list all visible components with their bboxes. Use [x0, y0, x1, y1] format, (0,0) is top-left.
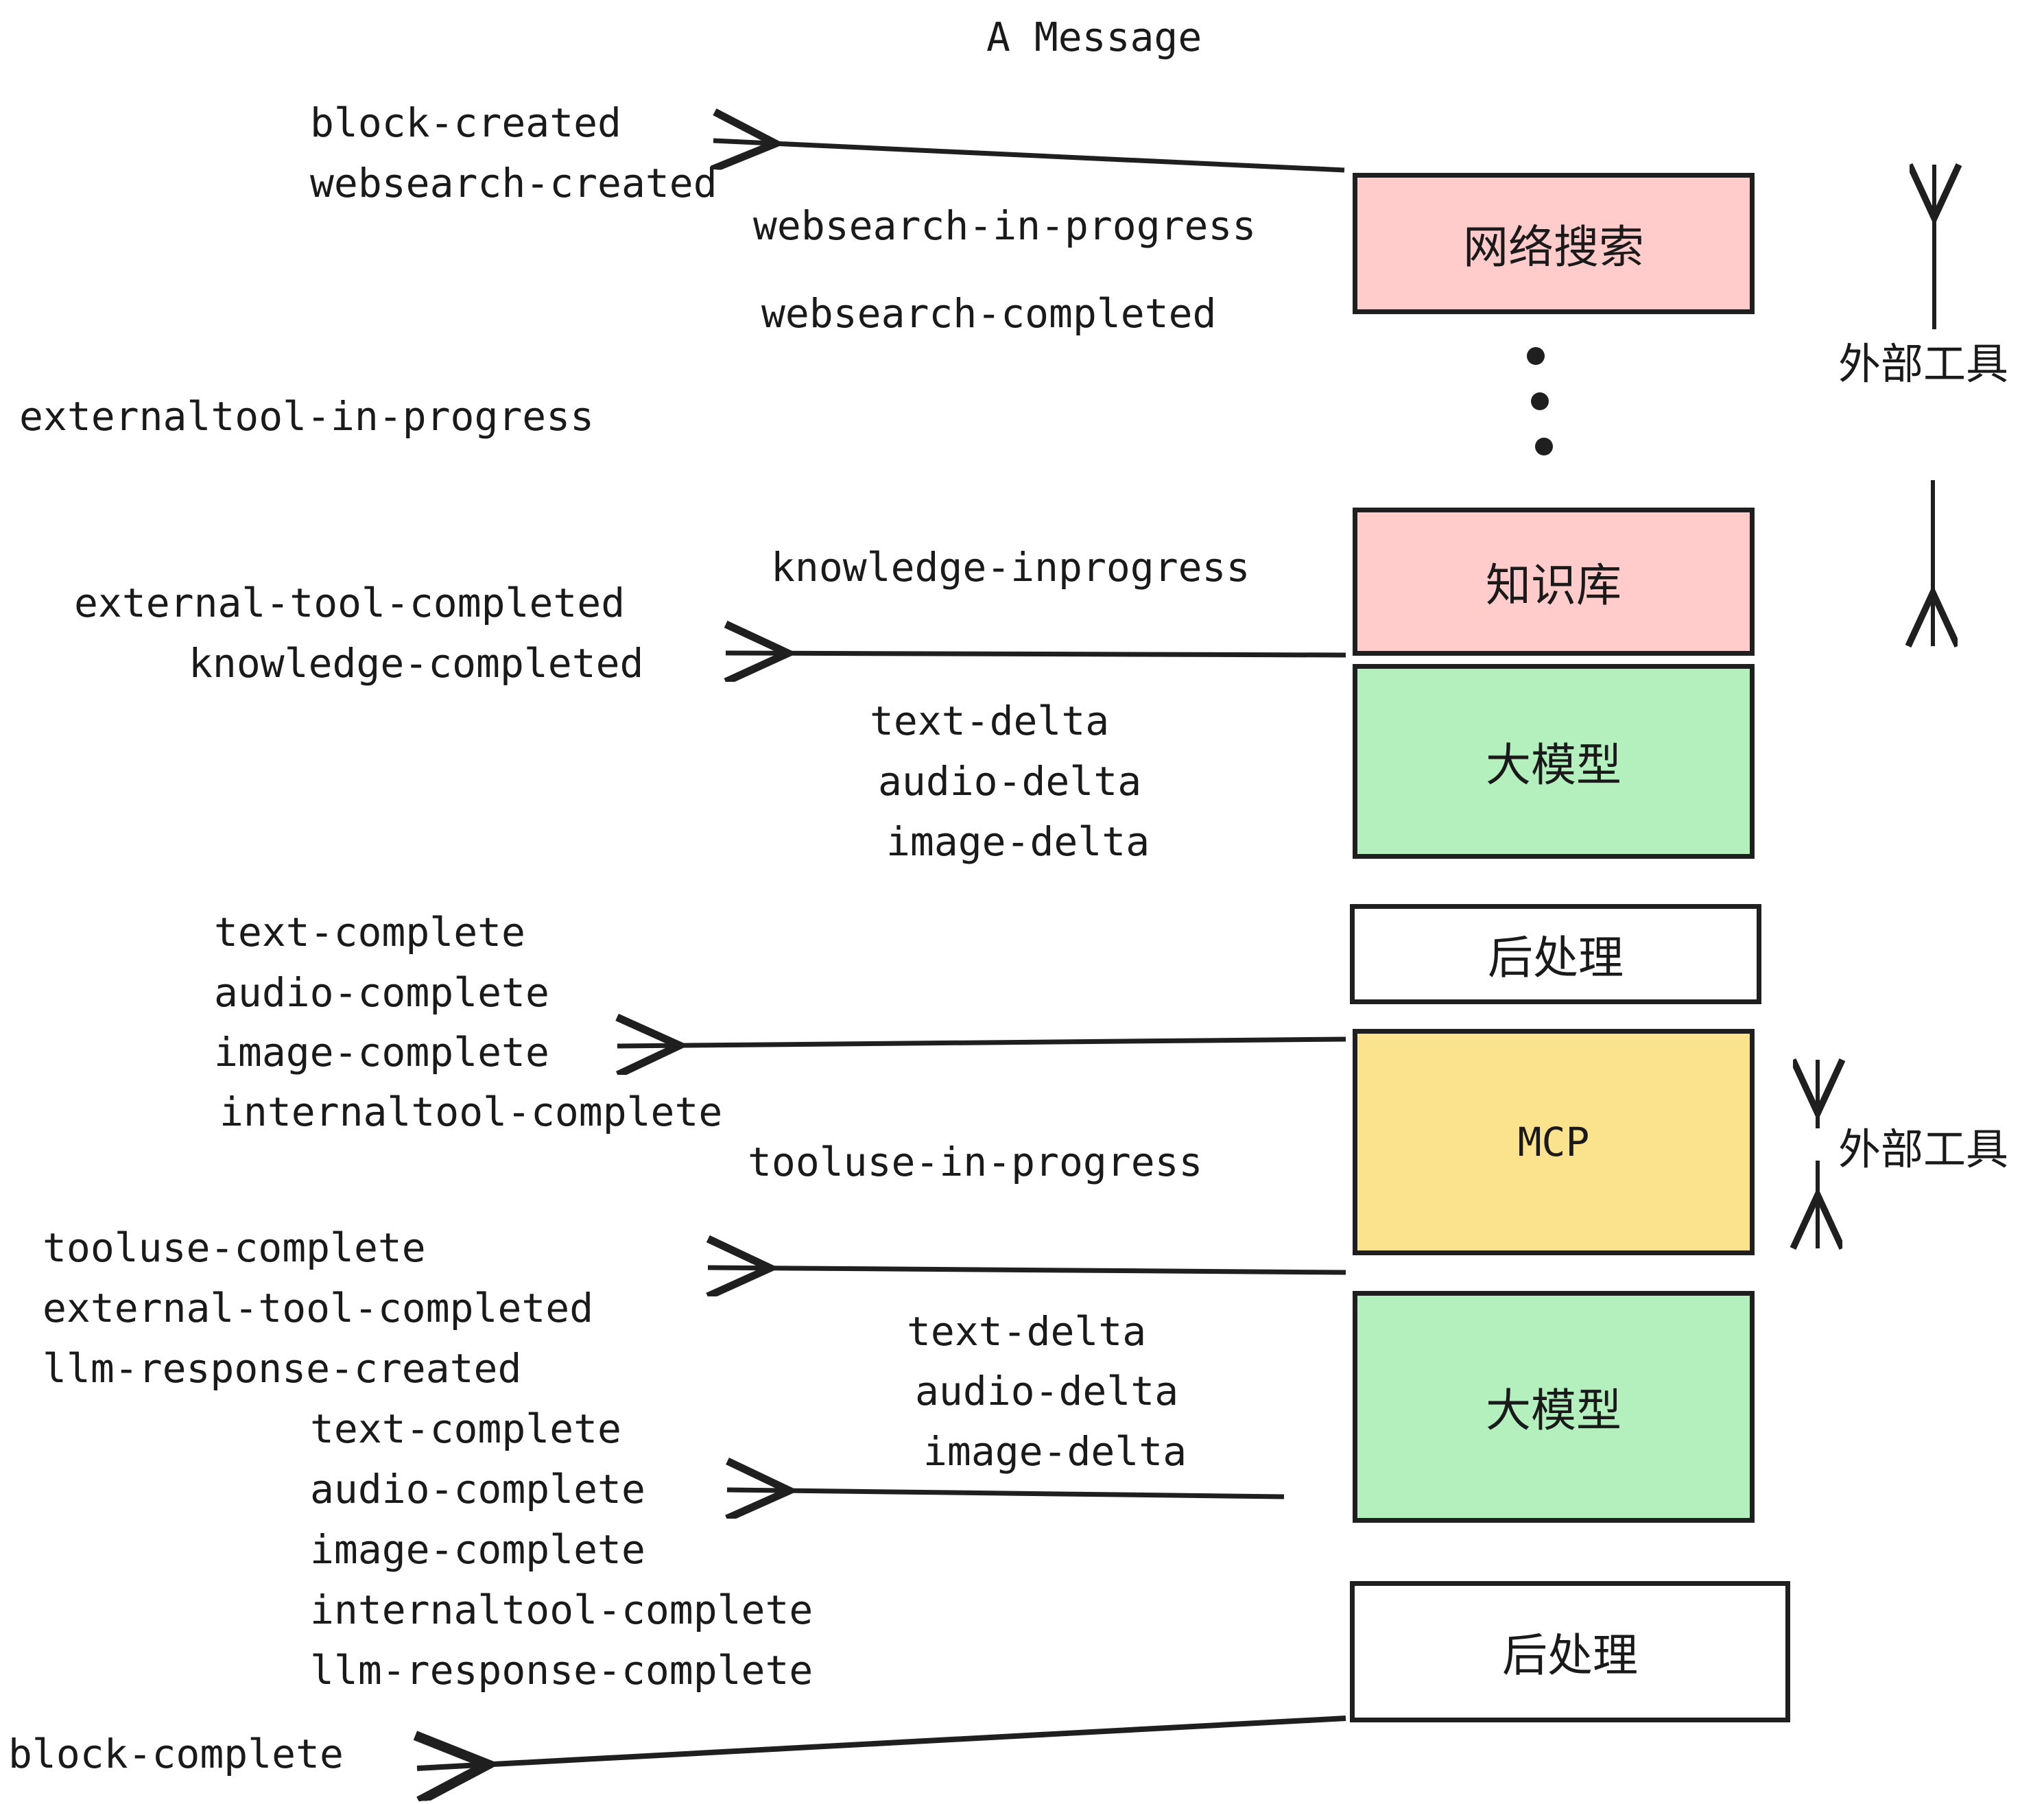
event-image-delta-2: image-delta: [923, 1428, 1187, 1475]
event-text-delta-2: text-delta: [907, 1308, 1147, 1355]
ellipsis-dot-3: [1535, 438, 1553, 455]
event-websearch-in-progress: websearch-in-progress: [753, 202, 1257, 249]
box-postprocess-1: 后处理: [1350, 904, 1761, 1004]
event-image-complete-2: image-complete: [310, 1526, 645, 1573]
box-knowledge: 知识库: [1353, 508, 1755, 656]
bracket-label-external-tool-top: 外部工具: [1838, 339, 2009, 389]
event-externaltool-in-progress: externaltool-in-progress: [19, 393, 595, 440]
arrow-knowledge-to-completed: [726, 653, 1346, 655]
event-tooluse-complete: tooluse-complete: [43, 1224, 426, 1271]
arrow-postprocess2-to-block-complete: [417, 1716, 1346, 1768]
event-external-tool-completed-1: external-tool-completed: [74, 580, 626, 626]
event-image-complete-1: image-complete: [214, 1029, 549, 1076]
arrow-websearch-to-block-created: [713, 141, 1345, 170]
arrow-postprocess-to-image-complete: [617, 1039, 1346, 1046]
event-audio-complete-1: audio-complete: [214, 969, 549, 1016]
bracket-label-external-tool-bottom: 外部工具: [1838, 1124, 2009, 1174]
bracket-arrow-external-tool-top: [1933, 165, 1934, 646]
event-internaltool-complete-1: internaltool-complete: [219, 1089, 723, 1135]
box-llm-2-label: 大模型: [1486, 1384, 1621, 1437]
event-image-delta-1: image-delta: [886, 818, 1150, 865]
event-block-complete: block-complete: [8, 1731, 344, 1777]
event-websearch-created: websearch-created: [310, 160, 717, 206]
event-websearch-completed: websearch-completed: [761, 290, 1217, 337]
event-tooluse-in-progress: tooluse-in-progress: [748, 1139, 1203, 1185]
event-external-tool-completed-2: external-tool-completed: [43, 1285, 594, 1331]
page-title: A Message: [986, 14, 1202, 60]
event-text-complete-2: text-complete: [310, 1405, 621, 1452]
box-postprocess-2-label: 后处理: [1502, 1629, 1638, 1682]
box-postprocess-1-label: 后处理: [1488, 931, 1624, 984]
event-text-delta-1: text-delta: [870, 698, 1110, 744]
box-websearch-label: 网络搜索: [1463, 221, 1644, 274]
box-mcp: MCP: [1353, 1029, 1755, 1255]
box-llm-1-label: 大模型: [1486, 739, 1621, 792]
box-websearch: 网络搜索: [1353, 173, 1755, 314]
arrow-llm2-to-audio-complete: [727, 1490, 1285, 1497]
box-knowledge-label: 知识库: [1486, 559, 1621, 612]
event-audio-delta-2: audio-delta: [915, 1368, 1179, 1414]
box-mcp-label: MCP: [1517, 1119, 1590, 1165]
event-knowledge-inprogress: knowledge-inprogress: [771, 544, 1250, 591]
event-text-complete-1: text-complete: [214, 909, 525, 956]
box-postprocess-2: 后处理: [1350, 1581, 1790, 1722]
event-internaltool-complete-2: internaltool-complete: [310, 1587, 813, 1633]
event-block-created: block-created: [310, 99, 621, 146]
ellipsis-dot-1: [1527, 347, 1545, 365]
event-audio-delta-1: audio-delta: [878, 758, 1142, 805]
box-llm-1: 大模型: [1353, 664, 1755, 859]
event-knowledge-completed: knowledge-completed: [189, 640, 644, 687]
box-llm-2: 大模型: [1353, 1291, 1755, 1523]
ellipsis-dot-2: [1531, 392, 1549, 410]
event-llm-response-complete: llm-response-complete: [310, 1647, 813, 1694]
arrow-mcp-to-tooluse-complete: [708, 1268, 1346, 1272]
event-audio-complete-2: audio-complete: [310, 1466, 645, 1512]
event-llm-response-created: llm-response-created: [43, 1345, 522, 1392]
